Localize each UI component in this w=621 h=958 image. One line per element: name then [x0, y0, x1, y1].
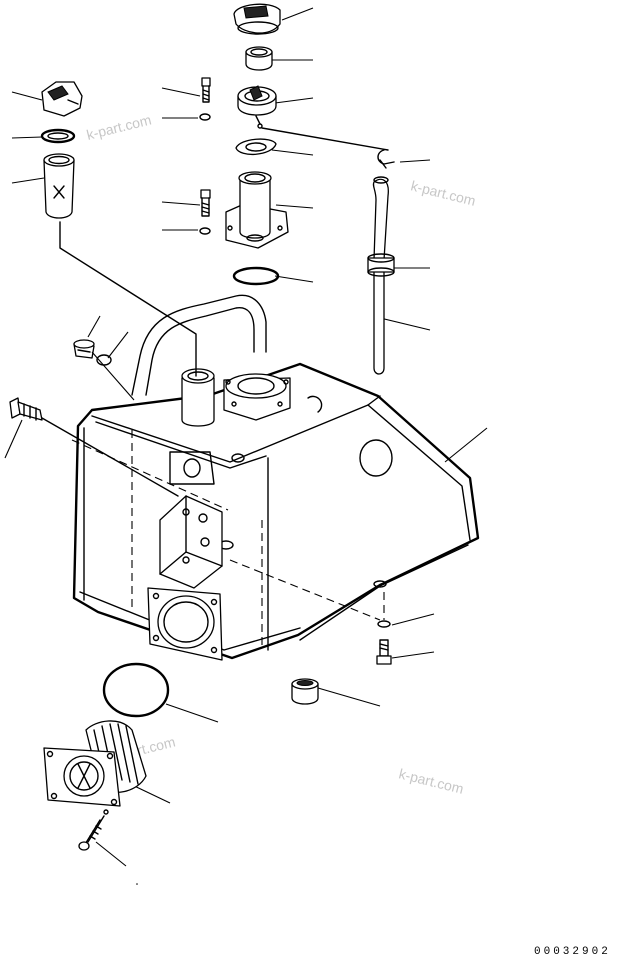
- breather-hose: [372, 176, 389, 375]
- tank-flange: [223, 373, 291, 421]
- screw: [78, 809, 109, 851]
- watermark: k-part.com: [409, 177, 477, 209]
- washer-3: [377, 620, 391, 628]
- drain-plug: [291, 678, 319, 705]
- plug: [73, 339, 95, 359]
- filler-neck: [225, 171, 289, 249]
- breather-cap: [41, 81, 83, 117]
- bolt-2: [200, 189, 211, 217]
- bolt: [201, 77, 211, 103]
- tank-neck: [181, 368, 215, 427]
- gauge-mount-block: [159, 451, 223, 589]
- washer: [199, 113, 211, 121]
- strainer-insertion-line: [59, 221, 197, 377]
- vent-line: [261, 127, 389, 151]
- leader-lines: [4, 7, 488, 867]
- cap-seal: [245, 46, 273, 71]
- filler-pipe-tube: [131, 294, 267, 396]
- drawing-number: 00032902: [534, 946, 611, 958]
- suction-port-flange: [147, 587, 223, 661]
- gasket-small: [40, 128, 76, 144]
- sight-gauge-plug: [9, 397, 43, 421]
- gasket: [235, 138, 277, 155]
- strainer: [43, 153, 75, 219]
- plug-leader: [91, 351, 135, 401]
- clip: [377, 149, 395, 169]
- sight-gauge-line: [41, 417, 179, 497]
- fuel-cap: [233, 3, 281, 35]
- o-ring: [232, 266, 280, 286]
- watermark: k-part.com: [397, 765, 465, 797]
- o-ring-3: [102, 662, 170, 718]
- suction-strainer: [43, 720, 147, 807]
- bolt-3: [376, 639, 392, 665]
- hose-clamp: [367, 253, 395, 277]
- fuel-tank: [71, 362, 480, 660]
- dot-mark: [136, 883, 138, 885]
- washer-2: [199, 227, 211, 235]
- filler-neck-adapter: [237, 85, 277, 129]
- watermark: k-part.com: [85, 111, 153, 143]
